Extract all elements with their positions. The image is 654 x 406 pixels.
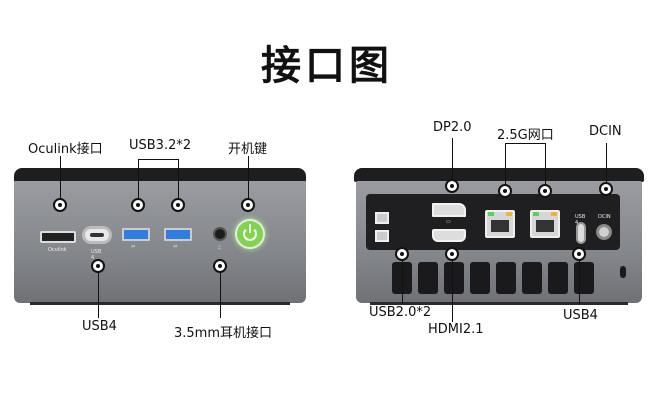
dcin-text: DCIN (598, 214, 611, 220)
callout-dot (445, 247, 459, 261)
rear-label-dcin: DCIN (589, 124, 622, 139)
power-icon-bar (249, 224, 251, 233)
lan-led-green (533, 212, 539, 216)
lan-port-2-jack (536, 220, 554, 232)
usb32-port-2 (164, 228, 192, 241)
callout-dot (395, 247, 409, 261)
callout-dot (213, 259, 227, 273)
vent-slot (444, 262, 464, 294)
callout-line (138, 159, 139, 201)
oculink-port-label: Oculink (48, 247, 67, 253)
lan-led-green (488, 212, 494, 216)
rear-label-usb4: USB4 (563, 308, 598, 323)
kensington-lock (620, 266, 626, 278)
front-label-oculink: Oculink接口 (28, 142, 103, 157)
vent-slot (470, 262, 490, 294)
callout-dot (572, 247, 586, 261)
callout-line (505, 143, 506, 185)
callout-line (452, 138, 453, 184)
front-label-usb32: USB3.2*2 (129, 138, 192, 153)
callout-dot (498, 184, 512, 198)
rear-label-dp: DP2.0 (433, 120, 472, 135)
rear-label-usb20: USB2.0*2 (369, 305, 432, 320)
vent-slot (574, 262, 594, 294)
vent-slot (548, 262, 568, 294)
callout-line (606, 143, 607, 185)
usb-icon: ⇌ (173, 244, 178, 250)
hdmi-port (432, 229, 466, 242)
callout-dot (599, 182, 613, 196)
front-label-usb4: USB4 (82, 319, 117, 334)
callout-line (98, 272, 99, 318)
callout-dot (445, 179, 459, 193)
vent-slot (418, 262, 438, 294)
callout-line (60, 156, 61, 202)
front-label-audio: 3.5mm耳机接口 (174, 326, 273, 341)
headset-icon: ♫ (217, 245, 222, 251)
usb20-port-1 (375, 212, 389, 224)
callout-line (220, 272, 221, 318)
callout-dot (171, 198, 185, 212)
lan-port-1-jack (491, 220, 509, 232)
callout-line (452, 260, 453, 322)
usb4-port-rear (576, 222, 586, 244)
usb4-front-text: USB 4 (91, 249, 102, 261)
page-title: 接口图 (261, 43, 393, 89)
callout-dot (53, 198, 67, 212)
dp-icon: ▭ (446, 219, 451, 225)
callout-line (138, 159, 179, 160)
callout-dot (131, 198, 145, 212)
vent-slot (496, 262, 516, 294)
rear-top-cap (354, 168, 644, 182)
usb4-port-front-inner (90, 233, 104, 237)
callout-line (545, 143, 546, 185)
oculink-port (40, 231, 76, 243)
callout-dot (538, 184, 552, 198)
callout-line (505, 143, 546, 144)
callout-line (579, 260, 580, 304)
callout-dot (241, 198, 255, 212)
front-top-cap (14, 168, 306, 182)
callout-line (178, 159, 179, 201)
dp-port (432, 203, 466, 217)
audio-jack (213, 227, 227, 241)
vent-slot (522, 262, 542, 294)
lan-led-amber (506, 212, 512, 216)
usb20-port-2 (375, 230, 389, 242)
front-label-power: 开机键 (228, 142, 268, 157)
callout-dot (91, 259, 105, 273)
power-icon (243, 227, 257, 241)
callout-line (248, 156, 249, 202)
rear-label-lan: 2.5G网口 (497, 128, 554, 143)
dcin-port (596, 224, 612, 240)
callout-line (402, 260, 403, 304)
usb32-port-1 (122, 228, 150, 241)
lan-led-amber (551, 212, 557, 216)
front-foot (30, 302, 290, 305)
rear-foot (370, 302, 628, 305)
rear-label-hdmi: HDMI2.1 (428, 322, 484, 337)
usb-icon: ⇌ (131, 244, 136, 250)
